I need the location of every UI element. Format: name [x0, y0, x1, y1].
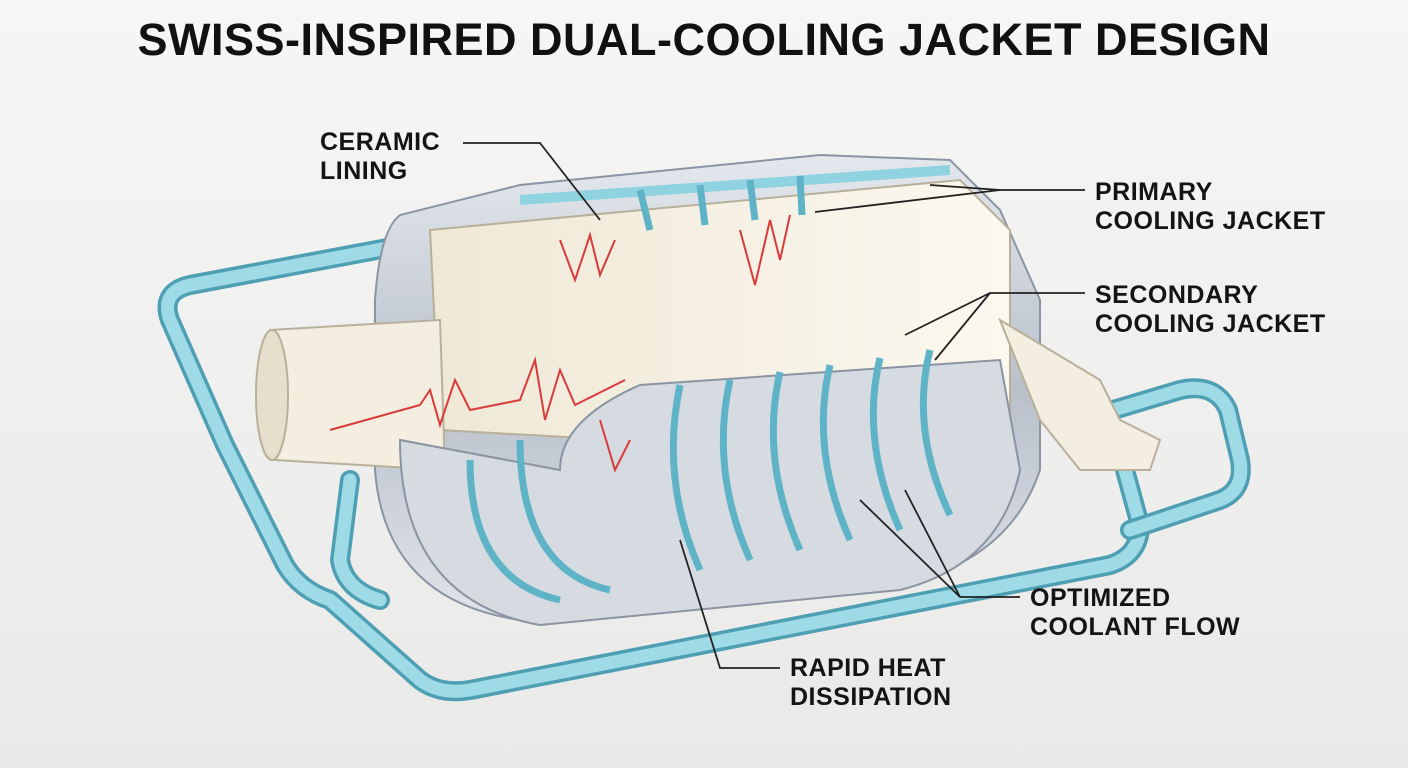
- diagram-title: SWISS-INSPIRED DUAL-COOLING JACKET DESIG…: [137, 14, 1271, 65]
- label-line: SECONDARY: [1095, 281, 1259, 309]
- label-line: OPTIMIZED: [1030, 584, 1171, 612]
- label-line: COOLANT FLOW: [1030, 613, 1241, 641]
- label-optimized-coolant-flow: OPTIMIZED COOLANT FLOW: [1030, 584, 1240, 642]
- label-primary-cooling-jacket: PRIMARY COOLING JACKET: [1095, 178, 1326, 236]
- label-line: DISSIPATION: [790, 683, 952, 711]
- jacket-housing: [255, 153, 1162, 627]
- label-secondary-cooling-jacket: SECONDARY COOLING JACKET: [1095, 281, 1326, 339]
- label-rapid-heat-dissipation: RAPID HEAT DISSIPATION: [790, 654, 952, 712]
- label-line: COOLING JACKET: [1095, 207, 1326, 235]
- leader-lines: [463, 142, 1085, 669]
- label-line: CERAMIC: [320, 128, 441, 156]
- heat-waves: [329, 214, 791, 473]
- coolant-pipe: [157, 230, 1251, 702]
- label-ceramic-lining: CERAMIC LINING: [320, 128, 440, 186]
- label-line: COOLING JACKET: [1095, 310, 1326, 338]
- label-line: LINING: [320, 157, 408, 185]
- label-line: PRIMARY: [1095, 178, 1213, 206]
- label-line: RAPID HEAT: [790, 654, 946, 682]
